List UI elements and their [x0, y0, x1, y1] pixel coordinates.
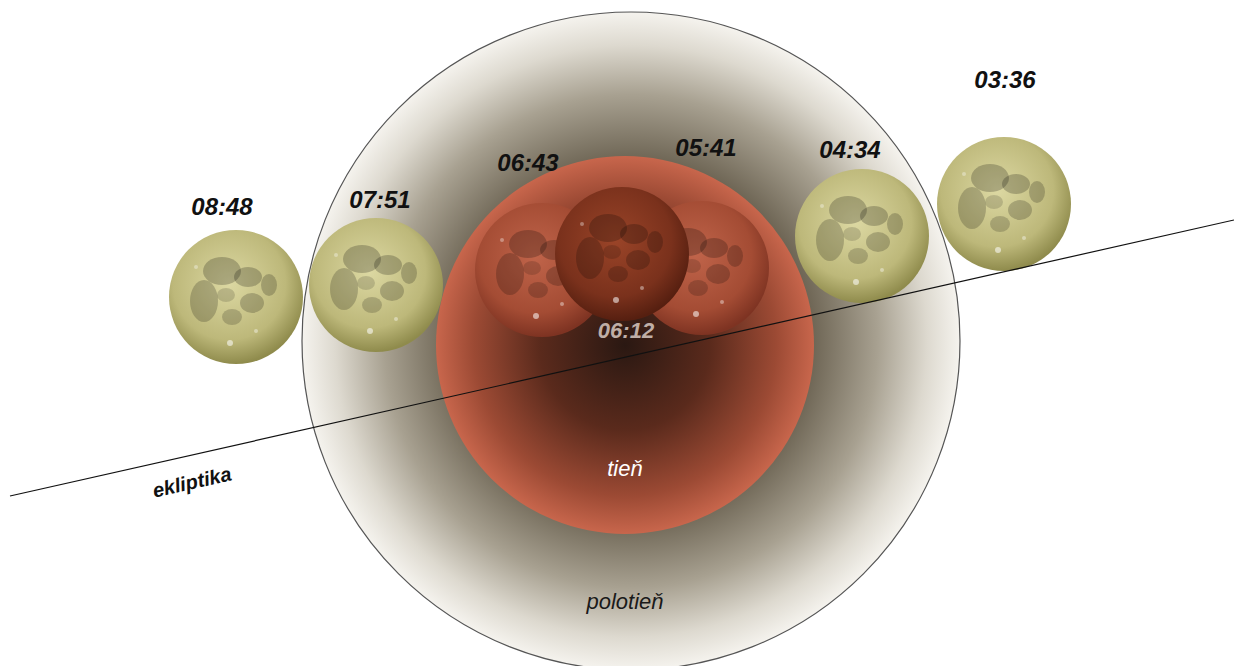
- moon-maria: [816, 196, 903, 285]
- moon: [937, 137, 1071, 271]
- time-label: 05:41: [675, 135, 736, 161]
- time-label: 08:48: [191, 194, 252, 220]
- umbra-circle-fill: [436, 156, 814, 534]
- moon-maria: [576, 214, 663, 303]
- moon-maria: [190, 257, 277, 346]
- region-label: polotieň: [586, 590, 663, 614]
- moon: [169, 230, 303, 364]
- penumbra-circle-fill: [302, 12, 960, 666]
- time-label: 06:12: [598, 319, 654, 343]
- time-label: 07:51: [349, 187, 410, 213]
- ecliptic-label: ekliptika: [151, 462, 234, 501]
- moon-maria: [958, 164, 1045, 253]
- region-label: tieň: [607, 457, 642, 481]
- time-label: 03:36: [974, 67, 1035, 93]
- moon: [555, 187, 689, 321]
- moon: [795, 169, 929, 303]
- ecliptic-line: [10, 220, 1234, 496]
- moon: [309, 218, 443, 352]
- moon-maria: [330, 245, 417, 334]
- time-label: 04:34: [819, 137, 880, 163]
- time-label: 06:43: [497, 150, 558, 176]
